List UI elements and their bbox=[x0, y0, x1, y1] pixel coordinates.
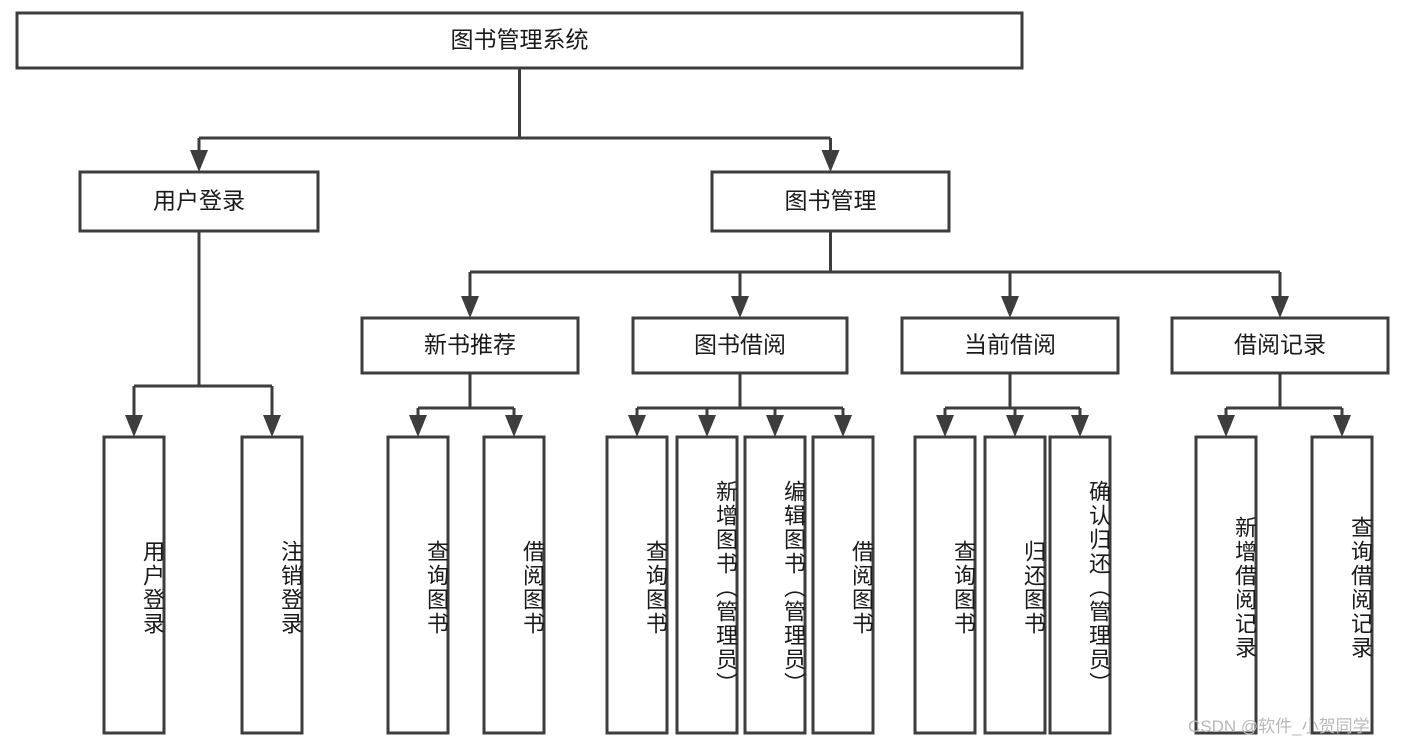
arrow-head-icon bbox=[1006, 415, 1024, 437]
arrow-head-icon bbox=[766, 415, 784, 437]
arrow-head-icon bbox=[698, 415, 716, 437]
arrow-head-icon bbox=[1271, 296, 1289, 318]
root-node-box[interactable] bbox=[15, 11, 1024, 70]
level1-node-box-0[interactable] bbox=[78, 170, 320, 233]
watermark-text: CSDN @软件_小贺同学 bbox=[1188, 717, 1370, 736]
arrow-head-icon bbox=[834, 415, 852, 437]
level2-node-box-3[interactable] bbox=[1170, 316, 1390, 375]
arrow-head-icon bbox=[505, 415, 523, 437]
box-layer bbox=[15, 11, 1390, 735]
leaf-node-box-11[interactable] bbox=[1194, 435, 1258, 735]
arrow-head-icon bbox=[461, 296, 479, 318]
arrow-head-icon bbox=[1001, 296, 1019, 318]
leaf-node-box-5[interactable] bbox=[675, 435, 739, 735]
arrow-head-icon bbox=[409, 415, 427, 437]
arrow-head-icon bbox=[125, 415, 143, 437]
arrow-head-icon bbox=[263, 415, 281, 437]
leaf-node-box-8[interactable] bbox=[913, 435, 977, 735]
arrow-head-icon bbox=[821, 150, 840, 172]
arrow-head-icon bbox=[628, 415, 646, 437]
leaf-node-box-6[interactable] bbox=[743, 435, 807, 735]
level1-node-box-1[interactable] bbox=[710, 170, 951, 233]
arrow-head-icon bbox=[936, 415, 954, 437]
level2-node-label-1: 图书借阅 bbox=[694, 332, 786, 358]
level2-node-box-1[interactable] bbox=[631, 316, 849, 375]
level2-node-label-3: 借阅记录 bbox=[1234, 332, 1326, 358]
level1-node-label-0: 用户登录 bbox=[153, 188, 245, 214]
leaf-node-box-12[interactable] bbox=[1310, 435, 1374, 735]
leaf-node-box-1[interactable] bbox=[240, 435, 304, 735]
leaf-node-box-0[interactable] bbox=[102, 435, 166, 735]
leaf-node-box-4[interactable] bbox=[605, 435, 669, 735]
arrow-head-icon bbox=[1217, 415, 1235, 437]
level2-node-label-0: 新书推荐 bbox=[424, 332, 516, 358]
leaf-node-box-2[interactable] bbox=[386, 435, 450, 735]
arrow-head-icon bbox=[190, 150, 208, 172]
arrow-head-icon bbox=[731, 296, 749, 318]
level2-node-label-2: 当前借阅 bbox=[964, 332, 1056, 358]
root-node-label: 图书管理系统 bbox=[451, 27, 589, 53]
leaf-node-box-10[interactable] bbox=[1048, 435, 1112, 735]
level2-node-box-2[interactable] bbox=[900, 316, 1120, 375]
level2-node-box-0[interactable] bbox=[360, 316, 580, 375]
leaf-node-box-9[interactable] bbox=[983, 435, 1047, 735]
arrow-head-icon bbox=[1333, 415, 1351, 437]
level1-node-label-1: 图书管理 bbox=[785, 188, 877, 214]
leaf-node-box-7[interactable] bbox=[811, 435, 875, 735]
arrow-head-icon bbox=[1071, 415, 1089, 437]
leaf-node-box-3[interactable] bbox=[482, 435, 546, 735]
connector-layer bbox=[125, 68, 1351, 437]
